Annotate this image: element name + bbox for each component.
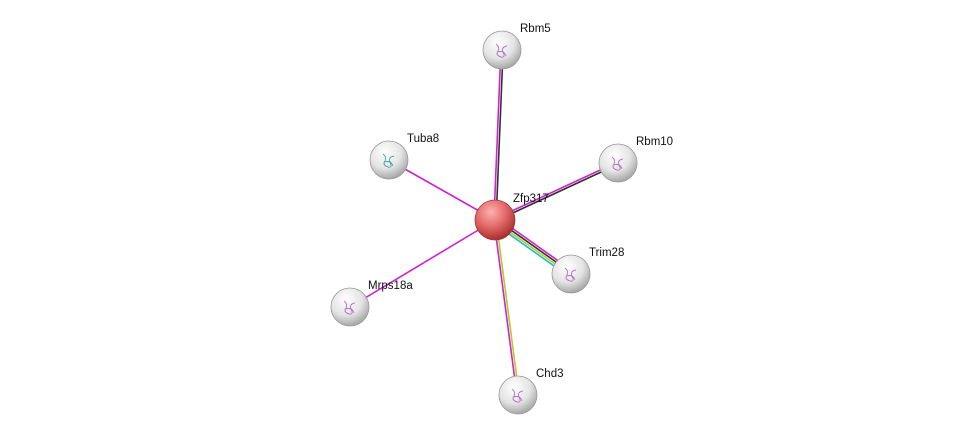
node-tuba8[interactable]: Tuba8 <box>369 133 439 180</box>
node-label: Chd3 <box>536 368 564 380</box>
node-chd3[interactable]: Chd3 <box>498 368 564 415</box>
node-sphere[interactable] <box>598 143 638 183</box>
protein-structure-icon <box>511 388 524 403</box>
protein-structure-icon <box>382 153 395 168</box>
edge-chd3[interactable] <box>493 219 520 396</box>
node-label: Trim28 <box>589 247 624 259</box>
node-trim28[interactable]: Trim28 <box>551 247 624 294</box>
node-sphere[interactable] <box>551 254 591 294</box>
node-rbm5[interactable]: Rbm5 <box>482 23 551 70</box>
node-label: Tuba8 <box>407 133 439 145</box>
edge-channel-experiments <box>493 49 502 220</box>
node-zfp317[interactable]: Zfp317 <box>474 193 549 241</box>
node-sphere[interactable] <box>498 375 538 415</box>
node-mrps18a[interactable]: Mrps18a <box>330 280 413 327</box>
node-label: Rbm5 <box>520 23 551 35</box>
edge-rbm5[interactable] <box>493 49 504 221</box>
node-label: Rbm10 <box>636 136 673 148</box>
protein-structure-icon <box>495 43 508 58</box>
node-sphere[interactable] <box>482 30 522 70</box>
edge-channel-coexpression <box>495 163 619 222</box>
edge-rbm10[interactable] <box>494 161 619 222</box>
edge-mrps18a[interactable] <box>349 219 496 308</box>
node-label: Mrps18a <box>368 280 413 292</box>
node-sphere[interactable] <box>369 140 409 180</box>
node-sphere[interactable] <box>330 287 370 327</box>
edge-channel-experiments <box>494 161 618 220</box>
edge-channel-coexpression <box>495 50 504 221</box>
protein-structure-icon <box>564 267 577 282</box>
node-label: Zfp317 <box>513 193 549 205</box>
protein-structure-icon <box>611 156 624 171</box>
node-sphere[interactable] <box>474 199 516 241</box>
edge-channel-textmining <box>495 219 520 395</box>
protein-structure-icon <box>343 300 356 315</box>
edge-channel-experiments <box>493 220 518 396</box>
node-rbm10[interactable]: Rbm10 <box>598 136 673 183</box>
edge-channel-experiments <box>349 219 496 308</box>
